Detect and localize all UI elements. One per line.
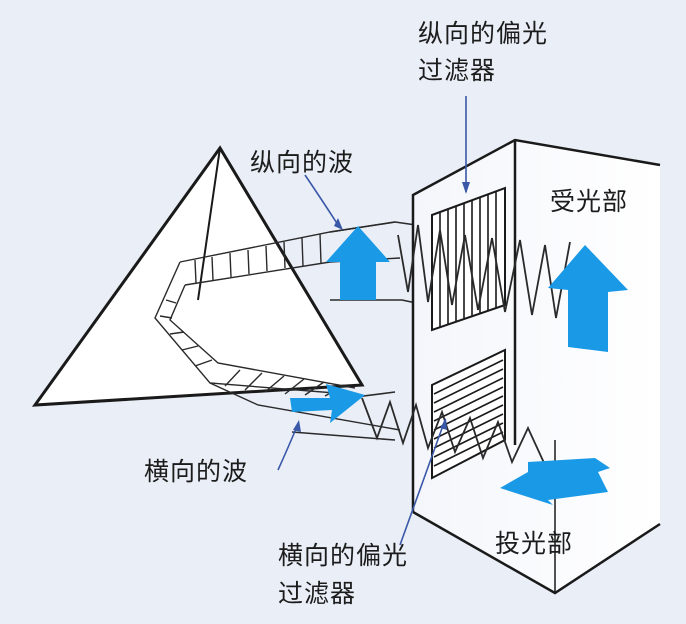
label-horizontal-wave: 横向的波 [144,457,249,486]
right-arrow-icon [290,384,365,423]
right-arrow-icon [500,458,610,505]
horizontal-zigzag [361,397,546,466]
up-arrow-icon [548,245,628,352]
label-vertical-wave: 纵向的波 [250,148,355,177]
label-receiver: 受光部 [550,187,629,216]
vertical-zigzag [397,224,571,319]
label-emitter: 投光部 [495,529,574,558]
label-horizontal-filter-line2: 过滤器 [278,579,357,608]
up-arrow-icon [326,226,390,300]
prism [31,145,365,407]
label-horizontal-filter-line1: 横向的偏光 [278,541,409,570]
ribbon-hatching [159,233,345,397]
leader-lines [277,96,470,546]
label-vertical-filter-line2: 过滤器 [418,56,497,85]
label-vertical-filter-line1: 纵向的偏光 [418,19,549,48]
